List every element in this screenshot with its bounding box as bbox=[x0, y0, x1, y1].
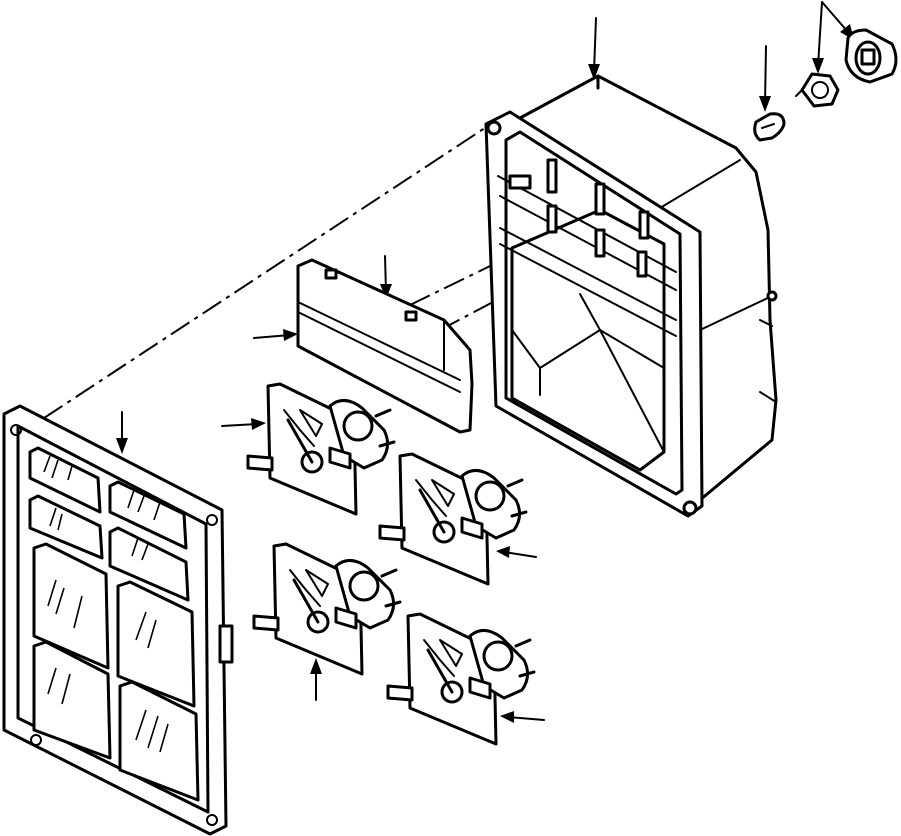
socket-cap-icon bbox=[844, 28, 898, 84]
gauge-top-left bbox=[246, 382, 396, 516]
gauge-icon bbox=[246, 382, 396, 516]
leader-gauge-bottom-left bbox=[310, 658, 322, 701]
leader-gauge-top-left bbox=[221, 418, 266, 430]
leader-diffuser-lower bbox=[253, 329, 298, 341]
leader-diffuser-upper bbox=[380, 255, 392, 299]
bulb-socket-icon bbox=[795, 72, 840, 108]
gauge-icon bbox=[378, 452, 528, 586]
leader-housing bbox=[588, 17, 600, 80]
light-diffuser-icon bbox=[296, 258, 474, 434]
leader-bulb bbox=[759, 45, 771, 112]
gauge-bezel-icon bbox=[2, 404, 234, 836]
gauge-mid-right bbox=[378, 452, 528, 586]
bulb-icon bbox=[753, 112, 786, 142]
leader-gauge-bottom-right bbox=[500, 711, 545, 723]
leader-gauge-mid-right bbox=[496, 546, 537, 558]
gauge-icon bbox=[386, 612, 536, 746]
gauge-bottom-right bbox=[386, 612, 536, 746]
leader-bezel bbox=[116, 411, 128, 454]
leader-arrows bbox=[116, 1, 854, 723]
gauge-bottom-left bbox=[252, 542, 402, 676]
bezel-windows bbox=[28, 446, 200, 802]
gauge-icon bbox=[252, 542, 402, 676]
gauge-housing-icon bbox=[484, 74, 778, 518]
